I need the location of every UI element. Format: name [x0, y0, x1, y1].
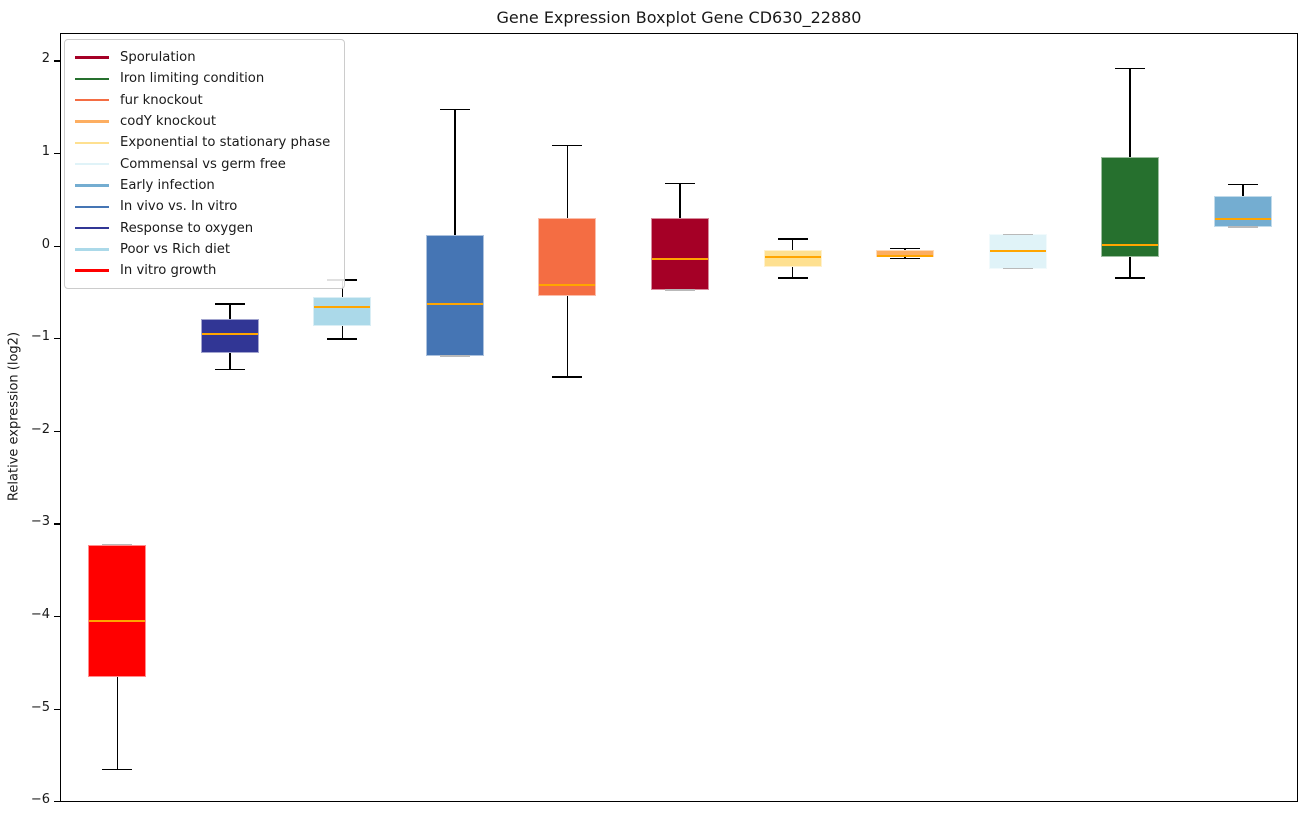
y-tick-label: 1	[41, 143, 50, 159]
legend-swatch-line	[75, 205, 109, 208]
legend-label: Early infection	[120, 177, 215, 193]
legend-swatch-line	[75, 56, 109, 59]
median-line	[1214, 217, 1271, 220]
y-tick-mark	[54, 152, 60, 155]
whisker-line	[454, 109, 456, 357]
y-tick-label: −1	[30, 329, 50, 345]
box-in-vivo-vs-in-vitro	[425, 235, 484, 356]
whisker-cap-bottom	[890, 257, 921, 260]
whisker-cap-bottom	[327, 338, 358, 340]
median-line	[1102, 243, 1159, 246]
whisker-cap-top	[552, 144, 583, 147]
legend-item: Response to oxygen	[75, 217, 330, 238]
legend-label: Sporulation	[120, 50, 196, 66]
whisker-cap-bottom	[1115, 277, 1146, 279]
box-exponential-to-stationary-phase	[763, 250, 822, 267]
legend-label: fur knockout	[120, 92, 203, 108]
legend-swatch-line	[75, 269, 109, 272]
whisker-cap-bottom	[1227, 226, 1258, 228]
whisker-cap-top	[1227, 183, 1258, 186]
median-line	[89, 619, 146, 622]
legend-label: In vivo vs. In vitro	[120, 199, 238, 215]
legend-item: Exponential to stationary phase	[75, 132, 330, 153]
whisker-cap-top	[439, 108, 470, 111]
legend-swatch-line	[75, 162, 109, 166]
legend-swatch-line	[75, 184, 109, 187]
y-tick-mark	[54, 430, 60, 432]
legend-label: Iron limiting condition	[120, 71, 265, 87]
y-tick-label: −6	[30, 792, 50, 808]
box-early-infection	[1213, 196, 1272, 228]
box-response-to-oxygen	[200, 318, 259, 353]
median-line	[764, 255, 821, 258]
whisker-cap-bottom	[777, 277, 808, 279]
y-tick-label: −4	[30, 606, 50, 622]
median-line	[201, 333, 258, 336]
legend-label: In vitro growth	[120, 263, 217, 279]
whisker-cap-top	[890, 247, 921, 250]
legend-label: Poor vs Rich diet	[120, 241, 231, 257]
legend-item: In vitro growth	[75, 260, 330, 281]
legend-item: Poor vs Rich diet	[75, 239, 330, 260]
legend-swatch-line	[75, 141, 109, 145]
whisker-cap-bottom	[665, 289, 696, 291]
box-sporulation	[651, 217, 710, 290]
median-line	[426, 302, 483, 305]
legend-swatch-line	[75, 120, 109, 123]
chart-title: Gene Expression Boxplot Gene CD630_22880	[496, 8, 862, 27]
y-tick-mark	[54, 338, 60, 340]
legend-swatch-line	[75, 99, 109, 102]
legend-label: Response to oxygen	[120, 220, 254, 236]
legend-item: In vivo vs. In vitro	[75, 196, 330, 217]
legend-swatch-line	[75, 248, 109, 251]
whisker-cap-top	[102, 543, 133, 546]
legend-item: Sporulation	[75, 47, 330, 68]
median-line	[877, 254, 934, 257]
legend-swatch-line	[75, 77, 109, 81]
y-tick-label: −5	[30, 699, 50, 715]
y-tick-label: 0	[41, 236, 50, 252]
box-in-vitro-growth	[88, 544, 147, 678]
legend-item: Commensal vs germ free	[75, 153, 330, 174]
whisker-cap-bottom	[552, 376, 583, 378]
box-iron-limiting-condition	[1101, 156, 1160, 257]
box-fur-knockout	[538, 217, 597, 297]
box-poor-vs-rich-diet	[313, 297, 372, 327]
whisker-cap-top	[1002, 233, 1033, 236]
legend-item: Iron limiting condition	[75, 68, 330, 89]
legend-item: fur knockout	[75, 90, 330, 111]
y-tick-mark	[54, 245, 60, 247]
y-tick-label: −3	[30, 514, 50, 530]
y-tick-label: 2	[41, 51, 50, 67]
y-tick-mark	[54, 523, 60, 525]
median-line	[539, 284, 596, 287]
legend-label: Commensal vs germ free	[120, 156, 286, 172]
legend-label: Exponential to stationary phase	[120, 135, 331, 151]
legend-swatch-line	[75, 226, 109, 230]
y-tick-mark	[54, 60, 60, 62]
y-tick-mark	[54, 615, 60, 618]
y-tick-mark	[54, 708, 60, 710]
y-tick-label: −2	[30, 421, 50, 437]
whisker-cap-top	[1115, 67, 1146, 70]
median-line	[989, 250, 1046, 253]
legend-item: codY knockout	[75, 111, 330, 132]
median-line	[314, 305, 371, 308]
whisker-cap-top	[777, 238, 808, 240]
whisker-cap-top	[665, 182, 696, 185]
whisker-cap-bottom	[102, 768, 133, 771]
median-line	[652, 257, 709, 260]
legend-label: codY knockout	[120, 114, 217, 130]
y-tick-mark	[54, 801, 60, 803]
whisker-cap-top	[214, 303, 245, 305]
whisker-cap-bottom	[1002, 267, 1033, 270]
whisker-cap-bottom	[214, 368, 245, 371]
legend-item: Early infection	[75, 175, 330, 196]
whisker-cap-bottom	[439, 355, 470, 357]
